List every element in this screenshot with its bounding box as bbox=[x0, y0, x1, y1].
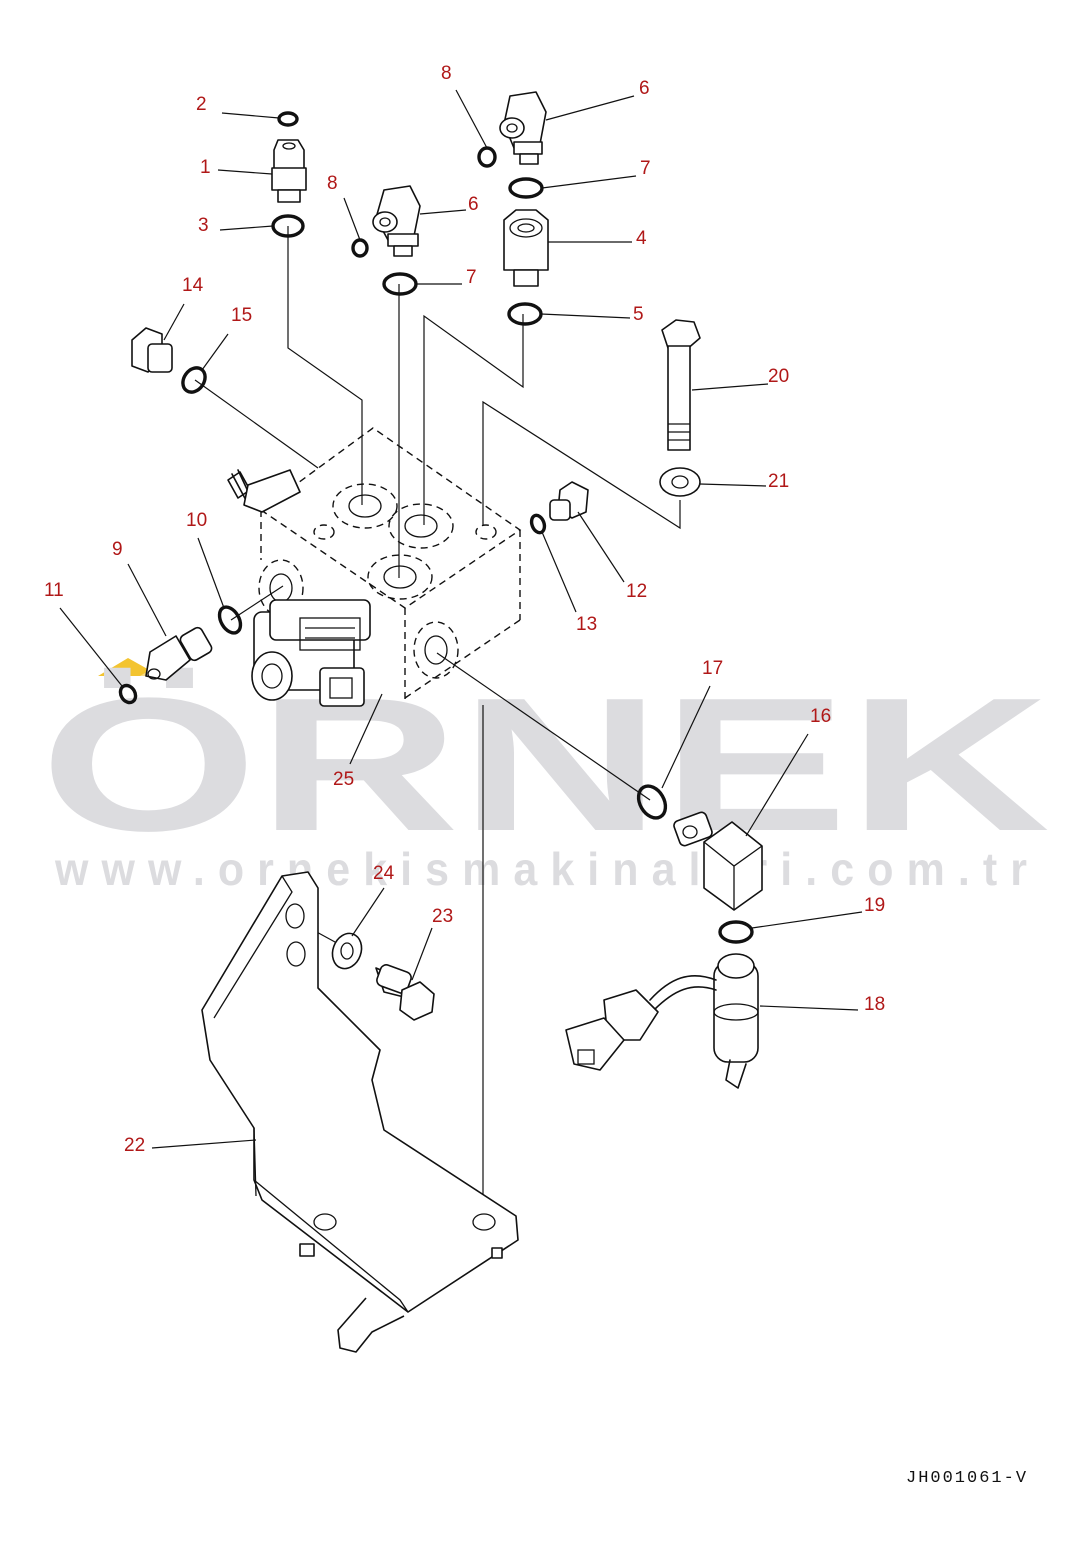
o-ring-7a bbox=[508, 177, 544, 199]
watermark-accent-mark bbox=[98, 658, 160, 676]
callout-19: 19 bbox=[864, 895, 885, 916]
callout-24: 24 bbox=[373, 863, 395, 884]
callout-leaders bbox=[59, 89, 863, 1149]
callout-3: 3 bbox=[198, 215, 209, 236]
callout-4: 4 bbox=[636, 228, 647, 249]
drawing-code: JH001061-V bbox=[906, 1469, 1028, 1488]
o-ring-2 bbox=[277, 111, 299, 127]
o-ring-11 bbox=[118, 683, 138, 705]
callout-22: 22 bbox=[124, 1135, 145, 1156]
elbow-fitting-6b bbox=[372, 185, 421, 257]
callout-25: 25 bbox=[333, 769, 354, 790]
o-ring-13 bbox=[529, 513, 547, 535]
callout-9: 9 bbox=[112, 539, 123, 560]
callout-18: 18 bbox=[864, 994, 885, 1015]
bolt-23 bbox=[375, 964, 435, 1021]
washer-24 bbox=[331, 932, 363, 970]
o-ring-17 bbox=[636, 784, 668, 820]
callout-14: 14 bbox=[182, 275, 204, 296]
o-ring-8a bbox=[477, 146, 497, 168]
callout-17: 17 bbox=[702, 658, 723, 679]
elbow-fitting-6a bbox=[499, 91, 547, 165]
o-ring-5 bbox=[507, 302, 543, 326]
switch-18 bbox=[565, 953, 759, 1089]
callout-6a: 6 bbox=[639, 78, 650, 99]
callout-21: 21 bbox=[768, 471, 789, 492]
callout-2: 2 bbox=[196, 94, 207, 115]
adapter-4 bbox=[503, 209, 549, 287]
callout-6b: 6 bbox=[468, 194, 479, 215]
o-ring-7b bbox=[382, 272, 418, 296]
callout-10: 10 bbox=[186, 510, 207, 531]
callout-12: 12 bbox=[626, 581, 647, 602]
plug-14 bbox=[131, 327, 173, 373]
callout-8b: 8 bbox=[327, 173, 338, 194]
sensor-16 bbox=[673, 811, 763, 911]
callout-16: 16 bbox=[810, 706, 831, 727]
callout-15: 15 bbox=[231, 305, 252, 326]
callout-23: 23 bbox=[432, 906, 453, 927]
callout-13: 13 bbox=[576, 614, 597, 635]
watermark-brand: ÖRNEK bbox=[40, 659, 1050, 871]
callout-11: 11 bbox=[44, 580, 64, 601]
watermark-url: www.ornekismakinalari.com.tr bbox=[54, 843, 1040, 895]
fitting-1 bbox=[271, 139, 307, 203]
o-ring-19 bbox=[718, 920, 754, 944]
bracket-22 bbox=[201, 871, 519, 1353]
callout-5: 5 bbox=[633, 304, 644, 325]
o-ring-8b bbox=[351, 238, 369, 258]
callout-7b: 7 bbox=[466, 267, 477, 288]
callout-8a: 8 bbox=[441, 63, 452, 84]
fitting-9 bbox=[145, 626, 213, 681]
callout-1: 1 bbox=[200, 157, 211, 178]
plug-12 bbox=[549, 481, 589, 521]
washer-21 bbox=[659, 467, 701, 497]
o-ring-15 bbox=[181, 366, 207, 394]
watermark: ÖRNEK www.ornekismakinalari.com.tr bbox=[40, 658, 1050, 895]
o-ring-10 bbox=[217, 605, 243, 635]
valve-block bbox=[227, 427, 522, 707]
callout-labels: 2 1 3 8 8 6 6 7 7 4 5 14 15 20 21 12 13 … bbox=[44, 63, 885, 1156]
callout-7a: 7 bbox=[640, 158, 651, 179]
bolt-20 bbox=[661, 319, 701, 451]
callout-20: 20 bbox=[768, 366, 789, 387]
